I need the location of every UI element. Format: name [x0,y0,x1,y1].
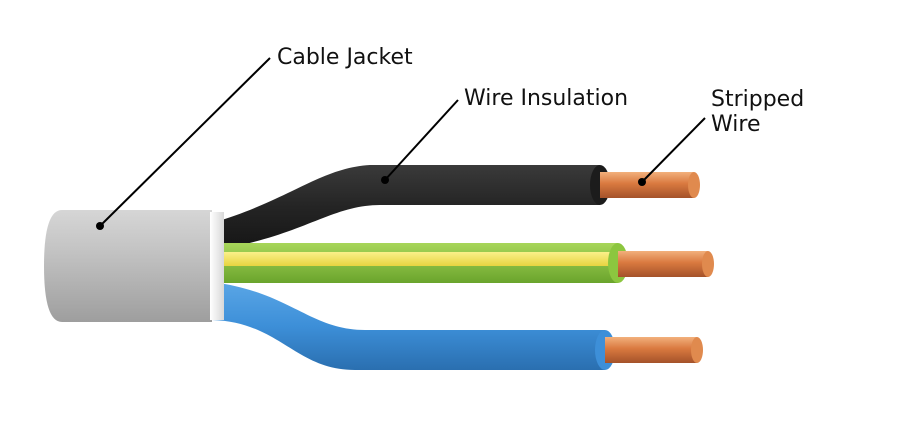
wire-insulation-dot [381,176,389,184]
stripped-wire-label-line2: Wire [711,112,760,137]
cable-jacket-dot [96,222,104,230]
blue-wire-copper-tip [691,337,703,363]
stripped-wire-leader [641,117,706,183]
wire-insulation-label: Wire Insulation [464,86,628,111]
stripped-wire-dot [638,178,646,186]
black-wire-insulation [212,165,600,250]
earth-wire-copper [618,251,708,277]
black-wire [212,165,700,250]
cable-jacket-label: Cable Jacket [277,45,413,70]
blue-wire-copper [605,337,697,363]
wire-insulation-leader [384,99,459,181]
callouts [96,57,706,230]
cable-jacket-leader [99,57,271,227]
blue-wire-insulation [212,282,605,370]
stripped-wire-label-line1: Stripped [711,87,804,112]
cable-jacket-body [44,210,212,322]
cable-jacket [44,210,224,322]
blue-wire [212,282,703,370]
black-wire-copper-tip [688,172,700,198]
earth-wire-copper-tip [702,251,714,277]
earth-wire [212,243,714,283]
cable-jacket-cut-end [210,212,224,320]
earth-wire-yellow-stripe [212,252,618,266]
